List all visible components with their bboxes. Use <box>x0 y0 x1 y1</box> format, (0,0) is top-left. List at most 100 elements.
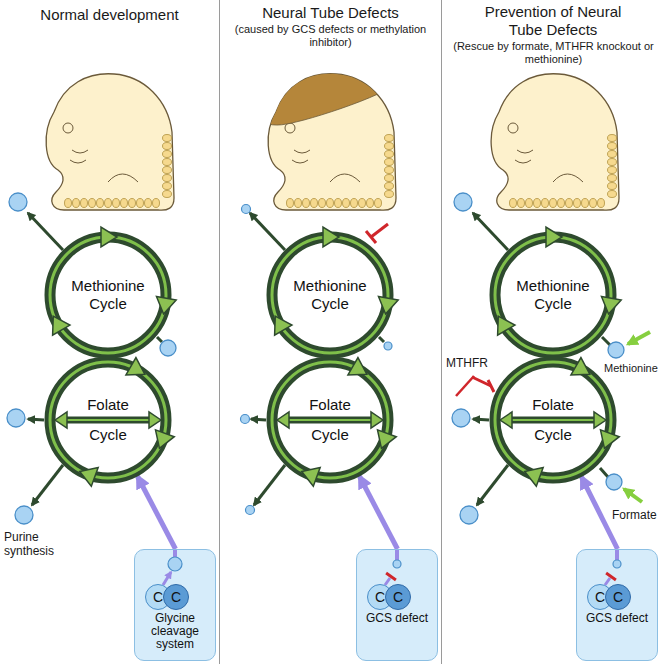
node-text: Methionine Cycle <box>280 277 380 313</box>
metabolite <box>7 409 25 427</box>
flux-arrow <box>473 213 508 250</box>
cycle-band <box>50 237 166 353</box>
node-text: C <box>153 589 163 605</box>
node-text: C <box>375 589 385 605</box>
cycle-arrowhead <box>601 296 621 313</box>
node-text: C <box>393 589 403 605</box>
cycle-stripe <box>495 237 611 353</box>
cycle-band <box>495 237 611 353</box>
cycle-band <box>272 362 388 478</box>
carbon-circle: C <box>385 584 411 610</box>
metabolite <box>454 193 472 211</box>
embryo <box>491 74 619 210</box>
cycle-arrowhead <box>348 358 367 375</box>
annotation: Purine synthesis <box>4 530 76 559</box>
cycle-arrowhead <box>378 296 398 313</box>
flux-arrow <box>602 337 610 345</box>
cycle-arrowhead <box>571 358 590 375</box>
exchange-arrowhead <box>500 412 512 428</box>
panel-heading: Neural Tube Defects <box>221 4 440 22</box>
node-text: GCS defect <box>579 612 655 625</box>
metabolite <box>242 205 251 214</box>
cycle-arrowhead <box>80 467 98 486</box>
flux-arrow <box>32 465 63 505</box>
panel-heading: Prevention of Neural Tube Defects <box>483 3 623 39</box>
cycle-arrowhead <box>600 430 619 448</box>
flux-arrow <box>28 213 63 250</box>
metabolite <box>608 342 624 358</box>
cycle-arrowhead <box>126 358 145 375</box>
supplement-arrow <box>628 332 650 344</box>
cycle-stripe <box>272 362 388 478</box>
node-text: Folate Cycle <box>520 390 586 450</box>
metabolite <box>452 409 470 427</box>
metabolite <box>168 557 182 571</box>
panel-heading: Normal development <box>0 6 219 24</box>
node-text: C <box>613 589 623 605</box>
exchange-arrowhead <box>55 412 67 428</box>
node-text: Folate Cycle <box>75 390 141 450</box>
node-text: Methionine Cycle <box>58 277 158 313</box>
gcs-box: Glycine cleavage system CC <box>134 549 216 661</box>
metabolite <box>246 506 255 515</box>
flux-arrow <box>254 465 285 505</box>
flux-line <box>395 550 399 560</box>
cycle-stripe <box>50 362 166 478</box>
supplement-arrow <box>624 489 642 502</box>
methionine-cycle: Methionine Cycle <box>262 227 398 363</box>
folate-cycle: Folate Cycle <box>485 352 621 488</box>
flux-arrow <box>600 468 608 477</box>
cycle-arrowhead <box>546 227 562 247</box>
exchange-arrowhead <box>371 412 383 428</box>
cycle-arrowhead <box>498 316 515 335</box>
annotation: Methionine <box>604 362 658 375</box>
node-text: Glycine cleavage system <box>137 612 213 651</box>
purple-arrow <box>359 476 397 549</box>
exchange-stripe <box>66 419 150 421</box>
panel-heading: (Rescue by formate, MTHFR knockout or me… <box>448 40 659 66</box>
methionine-cycle: Methionine Cycle <box>485 227 621 363</box>
exchange-arrow <box>509 417 597 424</box>
purple-arrow <box>137 476 175 549</box>
node-text: Folate Cycle <box>297 390 363 450</box>
node-text: C <box>171 589 181 605</box>
inhibition-bar <box>386 573 396 580</box>
carbon-circle: C <box>163 584 189 610</box>
exchange-arrowhead <box>149 412 161 428</box>
metabolite <box>393 560 401 568</box>
flux-arrow <box>385 578 390 585</box>
cycle-ring <box>40 352 176 488</box>
flux-arrow <box>379 337 384 342</box>
cycle-stripe <box>495 362 611 478</box>
flux-arrow <box>473 419 489 420</box>
cycle-arrowhead <box>156 296 176 313</box>
exchange-arrow <box>286 417 374 424</box>
flux-arrow <box>163 572 171 585</box>
metabolite <box>606 474 622 490</box>
inhibition-bar <box>488 380 494 392</box>
metabolite <box>9 193 27 211</box>
cycle-stripe <box>272 237 388 353</box>
inhibition-stem <box>371 224 388 237</box>
exchange-stripe <box>511 419 595 421</box>
open-neural-tube <box>264 70 378 126</box>
inhibition-bar <box>606 573 616 580</box>
node-text: GCS defect <box>359 612 435 625</box>
flux-arrow <box>157 337 162 342</box>
panel-divider <box>441 0 442 664</box>
cycle-arrowhead <box>53 316 70 335</box>
flux-arrow <box>28 419 44 420</box>
cycle-arrowhead <box>323 227 339 247</box>
exchange-stripe <box>288 419 372 421</box>
methionine-cycle: Methionine Cycle <box>40 227 176 363</box>
carbon-circle: C <box>605 584 631 610</box>
panel-heading: (caused by GCS defects or methylation in… <box>226 23 435 49</box>
node-text: C <box>595 589 605 605</box>
metabolite <box>613 560 621 568</box>
gcs-box: GCS defect CC <box>356 549 438 661</box>
metabolite <box>15 506 33 524</box>
panel-divider <box>219 0 220 664</box>
cycle-arrowhead <box>101 227 117 247</box>
exchange-arrowhead <box>277 412 289 428</box>
folate-cycle: Folate Cycle <box>40 352 176 488</box>
